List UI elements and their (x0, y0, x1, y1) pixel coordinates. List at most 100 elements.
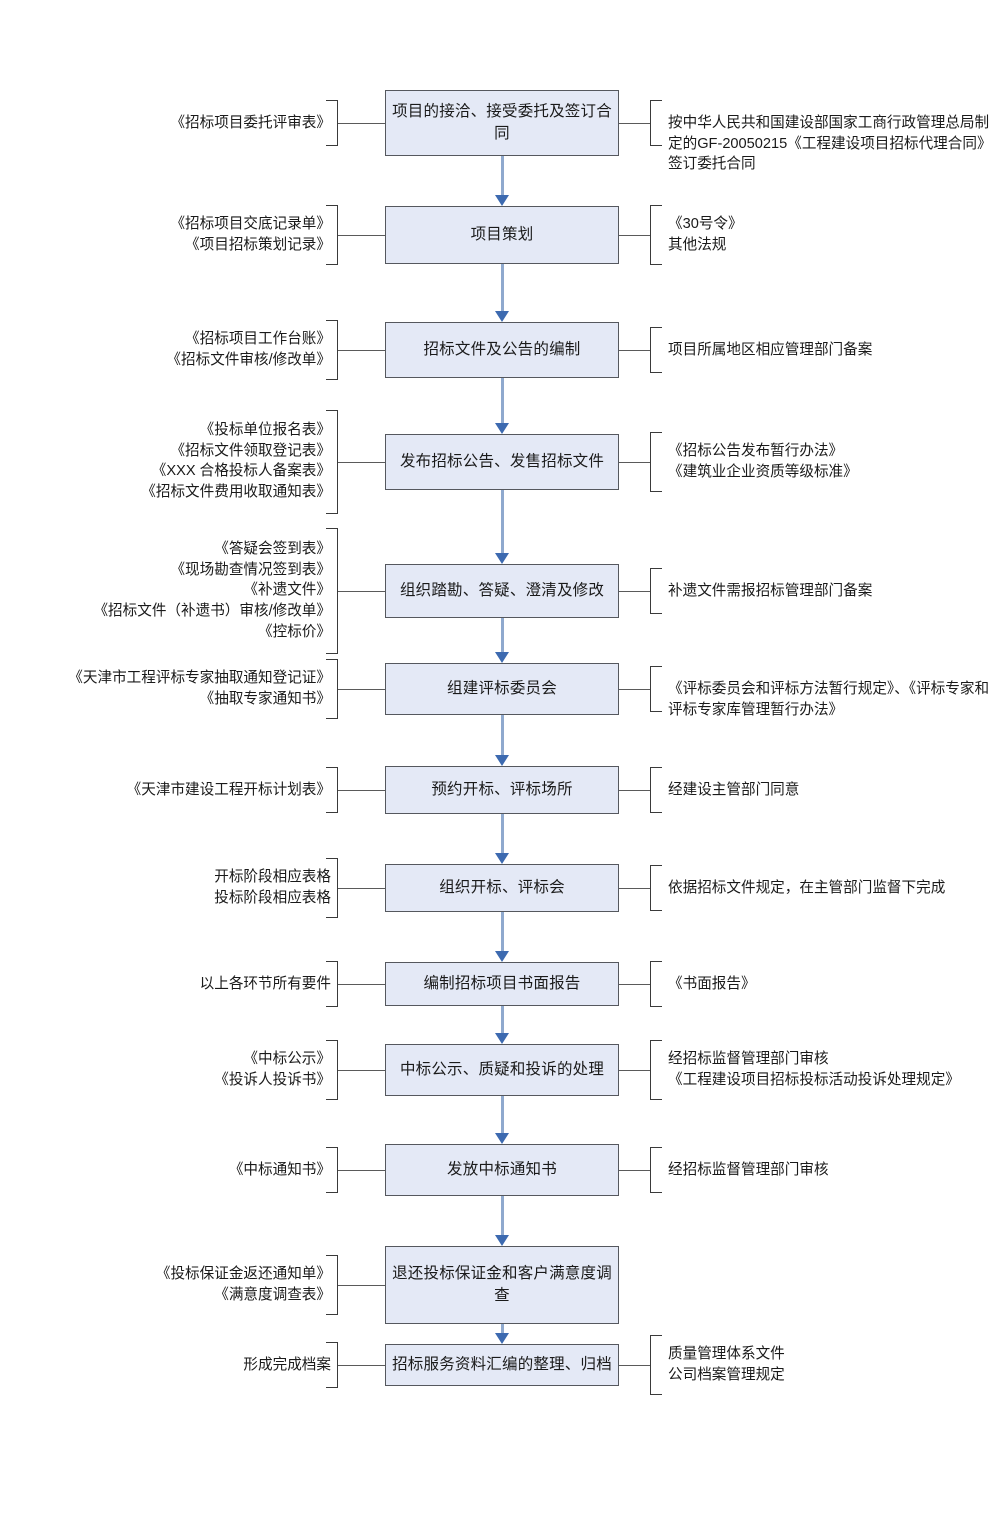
arrow-head-icon (495, 195, 510, 206)
right-bracket-5 (650, 568, 662, 614)
process-node-13[interactable]: 招标服务资料汇编的整理、归档 (385, 1344, 619, 1386)
right-bracket-8 (650, 865, 662, 911)
right-bracket-2 (650, 205, 662, 265)
left-annotation-9: 以上各环节所有要件 (199, 976, 331, 992)
left-annotation-8: 开标阶段相应表格 投标阶段相应表格 (214, 869, 331, 906)
left-annotation-13: 形成完成档案 (243, 1357, 331, 1373)
arrow-shaft (501, 1324, 504, 1334)
arrow-head-icon (495, 951, 510, 962)
left-bracket-5 (326, 528, 338, 654)
arrow-head-icon (495, 1133, 510, 1144)
process-node-2[interactable]: 项目策划 (385, 206, 619, 264)
right-annotation-2: 《30号令》 其他法规 (668, 216, 743, 253)
right-annotation-5: 补遗文件需报招标管理部门备案 (668, 583, 873, 599)
left-annotation-4: 《投标单位报名表》 《招标文件领取登记表》 《XXX 合格投标人备案表》 《招标… (141, 422, 331, 501)
right-connector-8 (619, 888, 650, 889)
right-connector-4 (619, 462, 650, 463)
arrow-head-icon (495, 423, 510, 434)
arrow-shaft (501, 1006, 504, 1034)
process-node-5[interactable]: 组织踏勘、答疑、澄清及修改 (385, 564, 619, 618)
right-annotation-4: 《招标公告发布暂行办法》 《建筑业企业资质等级标准》 (668, 443, 858, 480)
right-annotation-13: 质量管理体系文件 公司档案管理规定 (668, 1346, 785, 1383)
left-annotation-1: 《招标项目委托评审表》 (170, 115, 331, 131)
process-node-12[interactable]: 退还投标保证金和客户满意度调查 (385, 1246, 619, 1324)
left-bracket-10 (326, 1040, 338, 1100)
flow-arrow-11-to-12 (495, 1196, 510, 1246)
right-bracket-10 (650, 1040, 662, 1100)
right-bracket-11 (650, 1147, 662, 1193)
right-annotation-6: 《评标委员会和评标方法暂行规定》、《评标专家和评标专家库管理暂行办法》 (668, 681, 990, 718)
left-bracket-13 (326, 1342, 338, 1388)
left-annotation-3: 《招标项目工作台账》 《招标文件审核/修改单》 (166, 331, 331, 368)
right-bracket-7 (650, 767, 662, 813)
right-annotation-9: 《书面报告》 (668, 976, 756, 992)
flow-arrow-7-to-8 (495, 814, 510, 864)
left-bracket-8 (326, 858, 338, 918)
arrow-shaft (501, 814, 504, 854)
arrow-head-icon (495, 652, 510, 663)
arrow-shaft (501, 715, 504, 756)
left-annotation-5: 《答疑会签到表》 《现场勘查情况签到表》 《补遗文件》 《招标文件（补遗书）审核… (93, 541, 331, 640)
left-connector-11 (338, 1170, 385, 1171)
left-annotation-11: 《中标通知书》 (228, 1162, 331, 1178)
right-annotation-8: 依据招标文件规定，在主管部门监督下完成 (668, 880, 946, 896)
arrow-head-icon (495, 755, 510, 766)
right-connector-1 (619, 123, 650, 124)
process-node-7[interactable]: 预约开标、评标场所 (385, 766, 619, 814)
right-connector-13 (619, 1365, 650, 1366)
flow-arrow-12-to-13 (495, 1324, 510, 1344)
arrow-head-icon (495, 553, 510, 564)
left-annotation-10: 《中标公示》 《投诉人投诉书》 (214, 1051, 331, 1088)
process-node-4[interactable]: 发布招标公告、发售招标文件 (385, 434, 619, 490)
arrow-shaft (501, 378, 504, 424)
right-connector-7 (619, 790, 650, 791)
arrow-shaft (501, 156, 504, 196)
right-bracket-3 (650, 327, 662, 373)
arrow-shaft (501, 912, 504, 952)
arrow-head-icon (495, 1333, 510, 1344)
right-annotation-7: 经建设主管部门同意 (668, 782, 800, 798)
left-connector-10 (338, 1070, 385, 1071)
left-connector-9 (338, 984, 385, 985)
arrow-shaft (501, 618, 504, 653)
left-connector-5 (338, 591, 385, 592)
process-node-9[interactable]: 编制招标项目书面报告 (385, 962, 619, 1006)
left-connector-8 (338, 888, 385, 889)
right-bracket-9 (650, 961, 662, 1007)
left-annotation-2: 《招标项目交底记录单》 《项目招标策划记录》 (170, 216, 331, 253)
left-connector-2 (338, 235, 385, 236)
left-annotation-7: 《天津市建设工程开标计划表》 (126, 782, 331, 798)
process-node-11[interactable]: 发放中标通知书 (385, 1144, 619, 1196)
right-connector-6 (619, 689, 650, 690)
right-connector-9 (619, 984, 650, 985)
left-bracket-9 (326, 961, 338, 1007)
arrow-shaft (501, 490, 504, 554)
flow-arrow-10-to-11 (495, 1096, 510, 1144)
left-connector-6 (338, 689, 385, 690)
process-node-10[interactable]: 中标公示、质疑和投诉的处理 (385, 1044, 619, 1096)
left-annotation-12: 《投标保证金返还通知单》 《满意度调查表》 (155, 1266, 331, 1303)
flow-arrow-6-to-7 (495, 715, 510, 766)
right-annotation-11: 经招标监督管理部门审核 (668, 1162, 829, 1178)
left-connector-7 (338, 790, 385, 791)
arrow-shaft (501, 1196, 504, 1236)
flow-arrow-5-to-6 (495, 618, 510, 663)
left-connector-1 (338, 123, 385, 124)
left-connector-13 (338, 1365, 385, 1366)
right-connector-2 (619, 235, 650, 236)
right-bracket-13 (650, 1335, 662, 1395)
process-node-6[interactable]: 组建评标委员会 (385, 663, 619, 715)
arrow-shaft (501, 1096, 504, 1134)
right-connector-10 (619, 1070, 650, 1071)
right-connector-11 (619, 1170, 650, 1171)
process-node-3[interactable]: 招标文件及公告的编制 (385, 322, 619, 378)
left-bracket-1 (326, 100, 338, 146)
left-bracket-11 (326, 1147, 338, 1193)
process-node-8[interactable]: 组织开标、评标会 (385, 864, 619, 912)
process-node-1[interactable]: 项目的接洽、接受委托及签订合同 (385, 90, 619, 156)
left-bracket-7 (326, 767, 338, 813)
left-bracket-2 (326, 205, 338, 265)
flow-arrow-3-to-4 (495, 378, 510, 434)
right-annotation-1: 按中华人民共和国建设部国家工商行政管理总局制定的GF-20050215《工程建设… (668, 115, 990, 173)
